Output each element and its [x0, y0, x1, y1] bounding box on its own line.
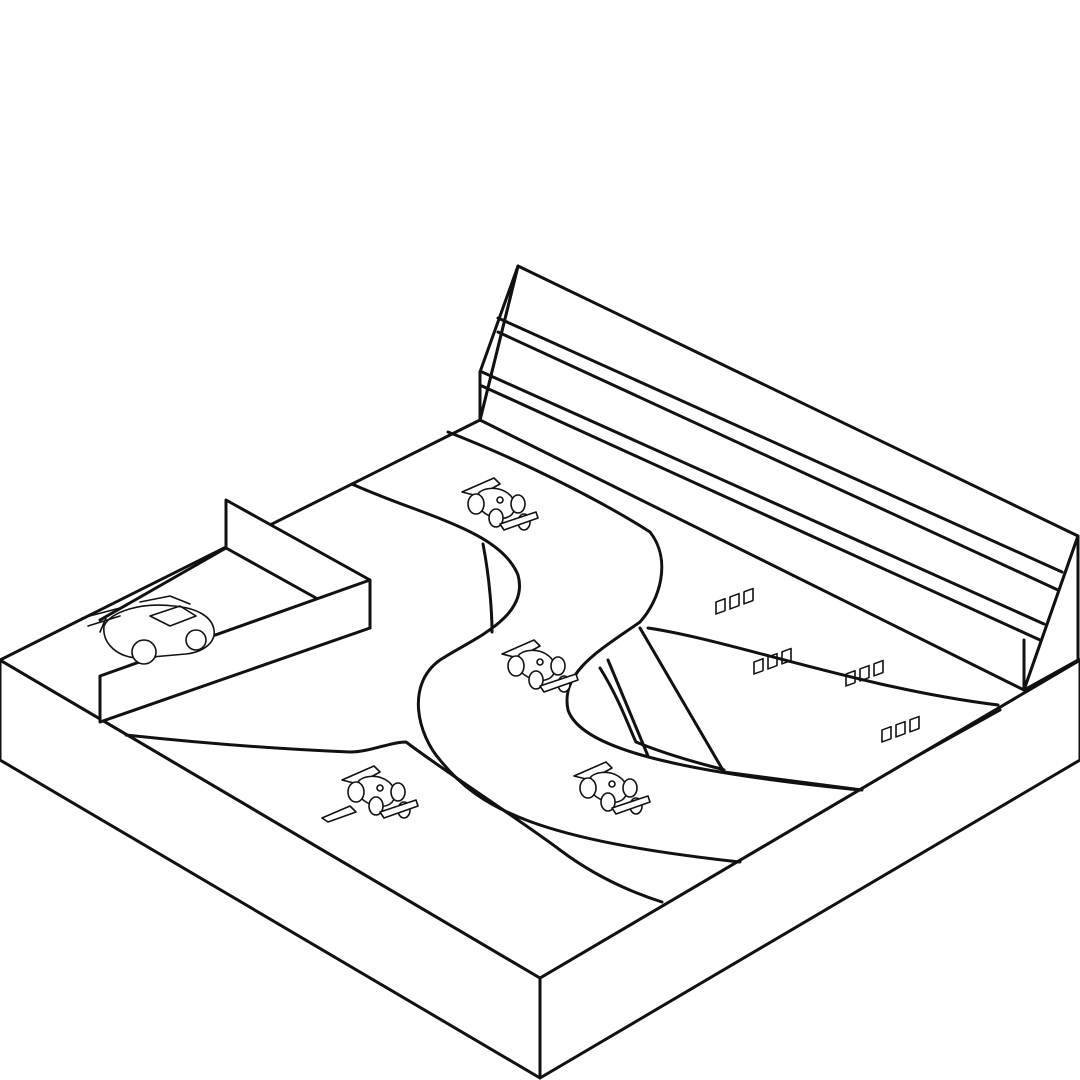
barrier-group — [845, 659, 884, 687]
garage-floor-edge — [98, 546, 228, 622]
barrier-blocks — [715, 587, 920, 743]
pit-garage — [98, 498, 372, 724]
track-lane-divider — [481, 542, 494, 634]
track-edge-center — [446, 430, 862, 792]
wheel-icon — [185, 629, 207, 651]
pit-lane-edge — [646, 626, 1000, 707]
barrier-group — [881, 715, 920, 743]
tow-arm — [139, 595, 191, 605]
tow-truck — [81, 595, 215, 665]
seat-row-line — [496, 316, 1064, 574]
grandstand-right-end — [1022, 534, 1080, 692]
track-edge-left — [350, 482, 742, 864]
pit-lane-edge-lower — [598, 666, 726, 772]
race-car-4-wing — [321, 805, 357, 823]
wheel-icon — [131, 639, 157, 665]
seat-row-line — [480, 370, 1046, 626]
tow-hook-icon — [81, 607, 121, 633]
garage-front-wall — [98, 578, 372, 724]
barrier-group — [715, 587, 754, 615]
track-edge-bottom — [124, 733, 664, 904]
race-track — [124, 430, 1002, 904]
barrier-group — [753, 647, 792, 675]
pit-lane-exit — [722, 770, 864, 792]
pit-lane-wall — [908, 708, 1002, 762]
seat-row-line — [496, 330, 1060, 592]
pit-stall-line — [606, 658, 650, 758]
grandstand — [478, 264, 1080, 692]
seat-row-line — [480, 384, 1042, 642]
pit-stall-line — [638, 626, 726, 774]
tow-truck-cab — [149, 605, 197, 627]
